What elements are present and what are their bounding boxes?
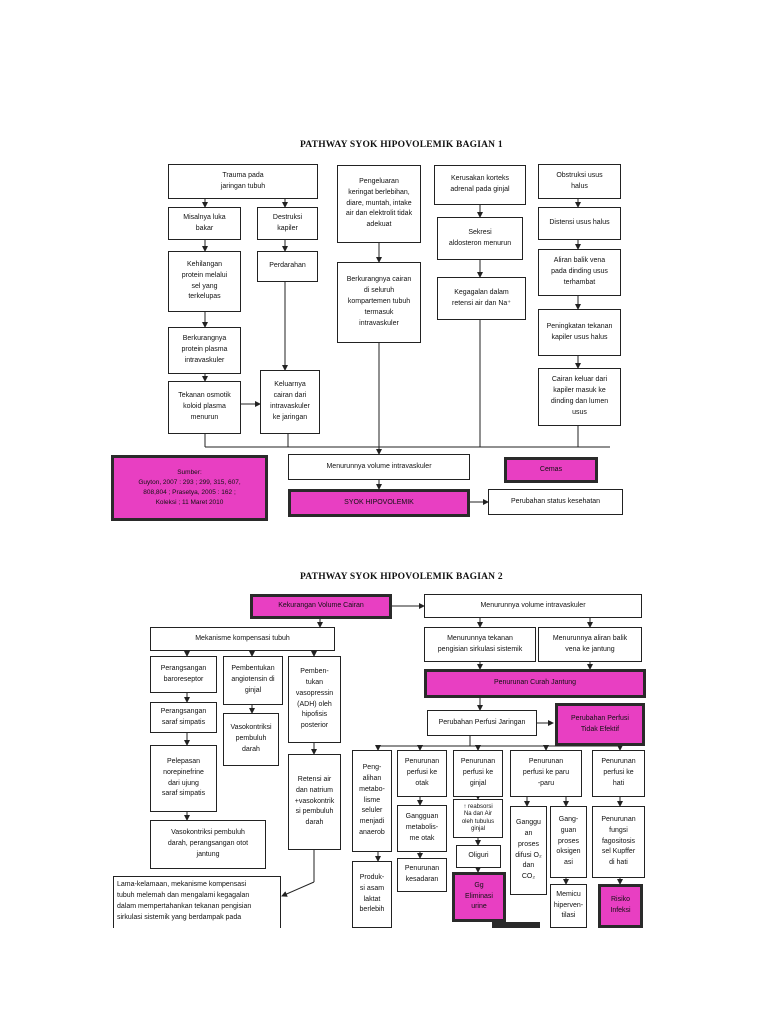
baroreseptor-box: Perangsangan baroreseptor bbox=[150, 656, 217, 693]
pathway-part2-title: PATHWAY SYOK HIPOVOLEMIK BAGIAN 2 bbox=[300, 572, 503, 582]
keluarnya-cairan-box: Keluarnya cairan dari intravaskuler ke j… bbox=[260, 370, 320, 434]
berkurangnya-cairan-box: Berkurangnya cairan di seluruh kompartem… bbox=[337, 262, 421, 343]
perubahan-perfusi-box: Perubahan Perfusi Jaringan bbox=[427, 710, 537, 736]
penurunan-curah-jantung-box: Penurunan Curah Jantung bbox=[424, 669, 646, 698]
vasokontriksi-pembuluh-box: Vasokontriksi pembuluh darah bbox=[223, 713, 279, 766]
aliran-balik-box: Aliran balik vena pada dinding usus terh… bbox=[538, 249, 621, 296]
page-bottom-mask bbox=[0, 928, 768, 1024]
penurunan-kesadaran-box: Penurunan kesadaran bbox=[397, 858, 447, 892]
pink-box-cut bbox=[492, 922, 540, 928]
sumber-box: Sumber: Guyton, 2007 : 293 ; 299, 315, 6… bbox=[111, 455, 268, 521]
risiko-infeksi-box: Risiko Infeksi bbox=[598, 884, 643, 928]
vasopressin-box: Pemben- tukan vasopressin (ADH) oleh hip… bbox=[288, 656, 341, 743]
syok-hipovolemik-box: SYOK HIPOVOLEMIK bbox=[288, 489, 470, 517]
vasokontriksi-jantung-box: Vasokontriksi pembuluh darah, perangsang… bbox=[150, 820, 266, 869]
menurunnya-volume-box: Menurunnya volume intravaskuler bbox=[288, 454, 470, 480]
retensi-air-box: Retensi air dan natrium +vasokontrik si … bbox=[288, 754, 341, 850]
gangguan-difusi-box: Ganggu an proses difusi O₂ dan CO₂ bbox=[510, 806, 547, 895]
destruksi-kapiler-box: Destruksi kapiler bbox=[257, 207, 318, 240]
reabsorsi-box: ↑ reabsorsi Na dan Air oleh tubulus ginj… bbox=[453, 799, 503, 838]
perubahan-status-box: Perubahan status kesehatan bbox=[488, 489, 623, 515]
pathway-part1-title: PATHWAY SYOK HIPOVOLEMIK BAGIAN 1 bbox=[300, 140, 503, 150]
angiotensin-box: Pembentukan angiotensin di ginjal bbox=[223, 656, 283, 705]
pelepasan-norepinefrine-box: Pelepasan norepinefrine dari ujung saraf… bbox=[150, 745, 217, 812]
menurunnya-volume-2-box: Menurunnya volume intravaskuler bbox=[424, 594, 642, 618]
gangguan-metabolisme-box: Gangguan metabolis- me otak bbox=[397, 805, 447, 852]
luka-bakar-box: Misalnya luka bakar bbox=[168, 207, 241, 240]
eliminasi-urine-box: Gg Eliminasi urine bbox=[452, 872, 506, 922]
memicu-hiperventilasi-box: Memicu hiperven- tilasi bbox=[550, 884, 587, 928]
produksi-asam-laktat-box: Produk- si asam laktat berlebih bbox=[352, 861, 392, 928]
kehilangan-protein-box: Kehilangan protein melalui sel yang terk… bbox=[168, 251, 241, 312]
peningkatan-tekanan-box: Peningkatan tekanan kapiler usus halus bbox=[538, 309, 621, 356]
pengeluaran-box: Pengeluaran keringat berlebihan, diare, … bbox=[337, 165, 421, 243]
perdarahan-box: Perdarahan bbox=[257, 251, 318, 282]
kekurangan-volume-box: Kekurangan Volume Cairan bbox=[250, 594, 392, 619]
perfusi-hati-box: Penurunan perfusi ke hati bbox=[592, 750, 645, 797]
perfusi-otak-box: Penurunan perfusi ke otak bbox=[397, 750, 447, 797]
menurunnya-tekanan-box: Menurunnya tekanan pengisian sirkulasi s… bbox=[424, 627, 536, 662]
fungsi-kupffer-box: Penurunan fungsi fagositosis sel Kupffer… bbox=[592, 806, 645, 878]
gangguan-oksigenasi-box: Gang- guan proses oksigen asi bbox=[550, 806, 587, 878]
sekresi-aldosteron-box: Sekresi aldosteron menurun bbox=[437, 217, 523, 260]
perfusi-tidak-efektif-box: Perubahan Perfusi Tidak Efektif bbox=[555, 703, 645, 746]
kegagalan-retensi-box: Kegagalan dalam retensi air dan Na⁺ bbox=[437, 277, 526, 320]
cairan-keluar-box: Cairan keluar dari kapiler masuk ke dind… bbox=[538, 368, 621, 426]
menurunnya-aliran-box: Menurunnya aliran balik vena ke jantung bbox=[538, 627, 642, 662]
perfusi-ginjal-box: Penurunan perfusi ke ginjal bbox=[453, 750, 503, 797]
lama-kelamaan-box: Lama-kelamaan, mekanisme kompensasi tubu… bbox=[113, 876, 281, 934]
berkurangnya-protein-box: Berkurangnya protein plasma intravaskule… bbox=[168, 327, 241, 374]
cemas-box: Cemas bbox=[504, 457, 598, 483]
pengalihan-metabolisme-box: Peng- alihan metabo- lisme seluler menja… bbox=[352, 750, 392, 852]
trauma-box: Trauma pada jaringan tubuh bbox=[168, 164, 318, 199]
kerusakan-korteks-box: Kerusakan korteks adrenal pada ginjal bbox=[434, 165, 526, 205]
saraf-simpatis-box: Perangsangan saraf simpatis bbox=[150, 702, 217, 733]
perfusi-paru-box: Penurunan perfusi ke paru -paru bbox=[510, 750, 582, 797]
mekanisme-kompensasi-box: Mekanisme kompensasi tubuh bbox=[150, 627, 335, 651]
distensi-usus-box: Distensi usus halus bbox=[538, 207, 621, 240]
oliguri-box: Oliguri bbox=[456, 845, 501, 868]
obstruksi-usus-box: Obstruksi usus halus bbox=[538, 164, 621, 199]
tekanan-osmotik-box: Tekanan osmotik koloid plasma menurun bbox=[168, 381, 241, 434]
